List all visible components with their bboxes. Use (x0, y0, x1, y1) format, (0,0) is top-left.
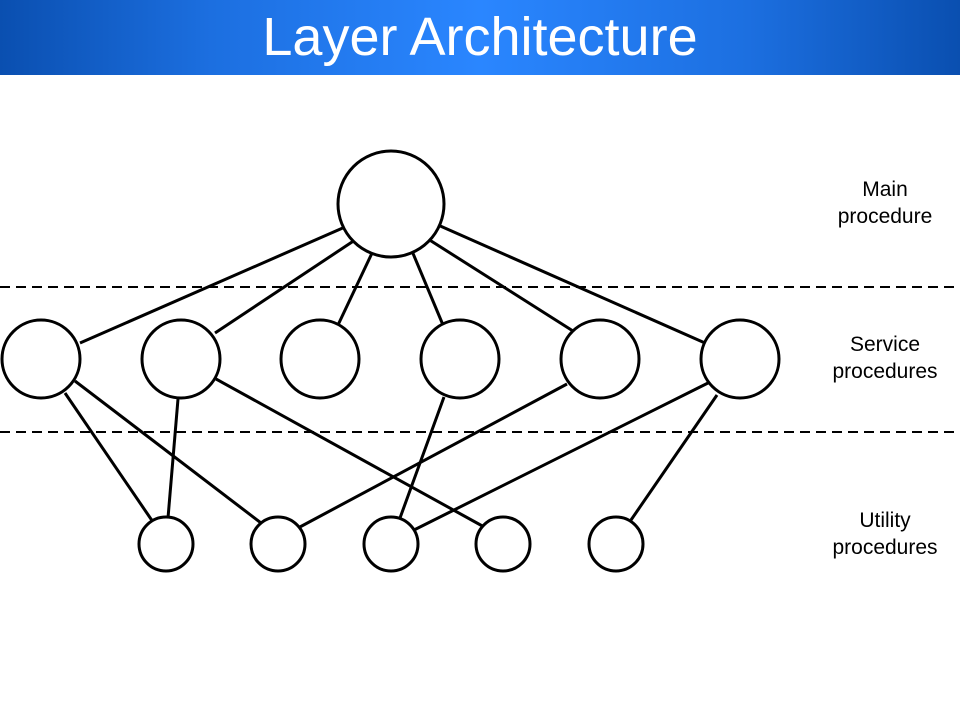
utility-procedure-node (587, 515, 645, 573)
layer-label-utility-line1: Utility (859, 509, 911, 532)
layer-label-service-line2: procedures (832, 360, 938, 383)
main-procedure-node (336, 149, 446, 259)
utility-procedure-node (362, 515, 420, 573)
service-procedure-node (699, 318, 781, 400)
service-procedure-node (559, 318, 641, 400)
edge-main-service-6 (437, 223, 706, 345)
edge-service-utility-3 (74, 379, 266, 528)
title-bar: Layer Architecture (0, 0, 960, 75)
edge-main-service-1 (79, 225, 346, 345)
slide-title: Layer Architecture (262, 7, 698, 67)
edge-service-utility-4 (215, 377, 487, 530)
service-procedure-node (0, 318, 82, 400)
layer-label-main: Main procedure (810, 176, 960, 230)
edge-service-utility-8 (629, 394, 719, 521)
edge-main-service-3 (336, 250, 375, 326)
layer-label-service-line1: Service (849, 333, 921, 356)
service-procedure-node (419, 318, 501, 400)
edge-service-utility-6 (297, 382, 568, 530)
edge-main-service-2 (214, 238, 356, 335)
utility-procedure-node (474, 515, 532, 573)
service-procedure-node (140, 318, 222, 400)
layer-label-main-line1: Main (862, 178, 908, 201)
utility-procedure-node (137, 515, 195, 573)
layer-label-utility: Utility procedures (810, 507, 960, 561)
edge-service-utility-5 (398, 396, 446, 519)
layer-label-utility-line2: procedures (832, 536, 938, 559)
edge-main-service-5 (427, 237, 574, 333)
layer-label-main-line2: procedure (837, 205, 933, 228)
edge-main-service-4 (410, 250, 445, 326)
utility-procedure-node (249, 515, 307, 573)
layer-label-service: Service procedures (810, 331, 960, 385)
service-procedure-node (279, 318, 361, 400)
edge-service-utility-1 (63, 392, 155, 523)
edge-service-utility-7 (413, 381, 709, 532)
edge-service-utility-2 (166, 398, 180, 519)
